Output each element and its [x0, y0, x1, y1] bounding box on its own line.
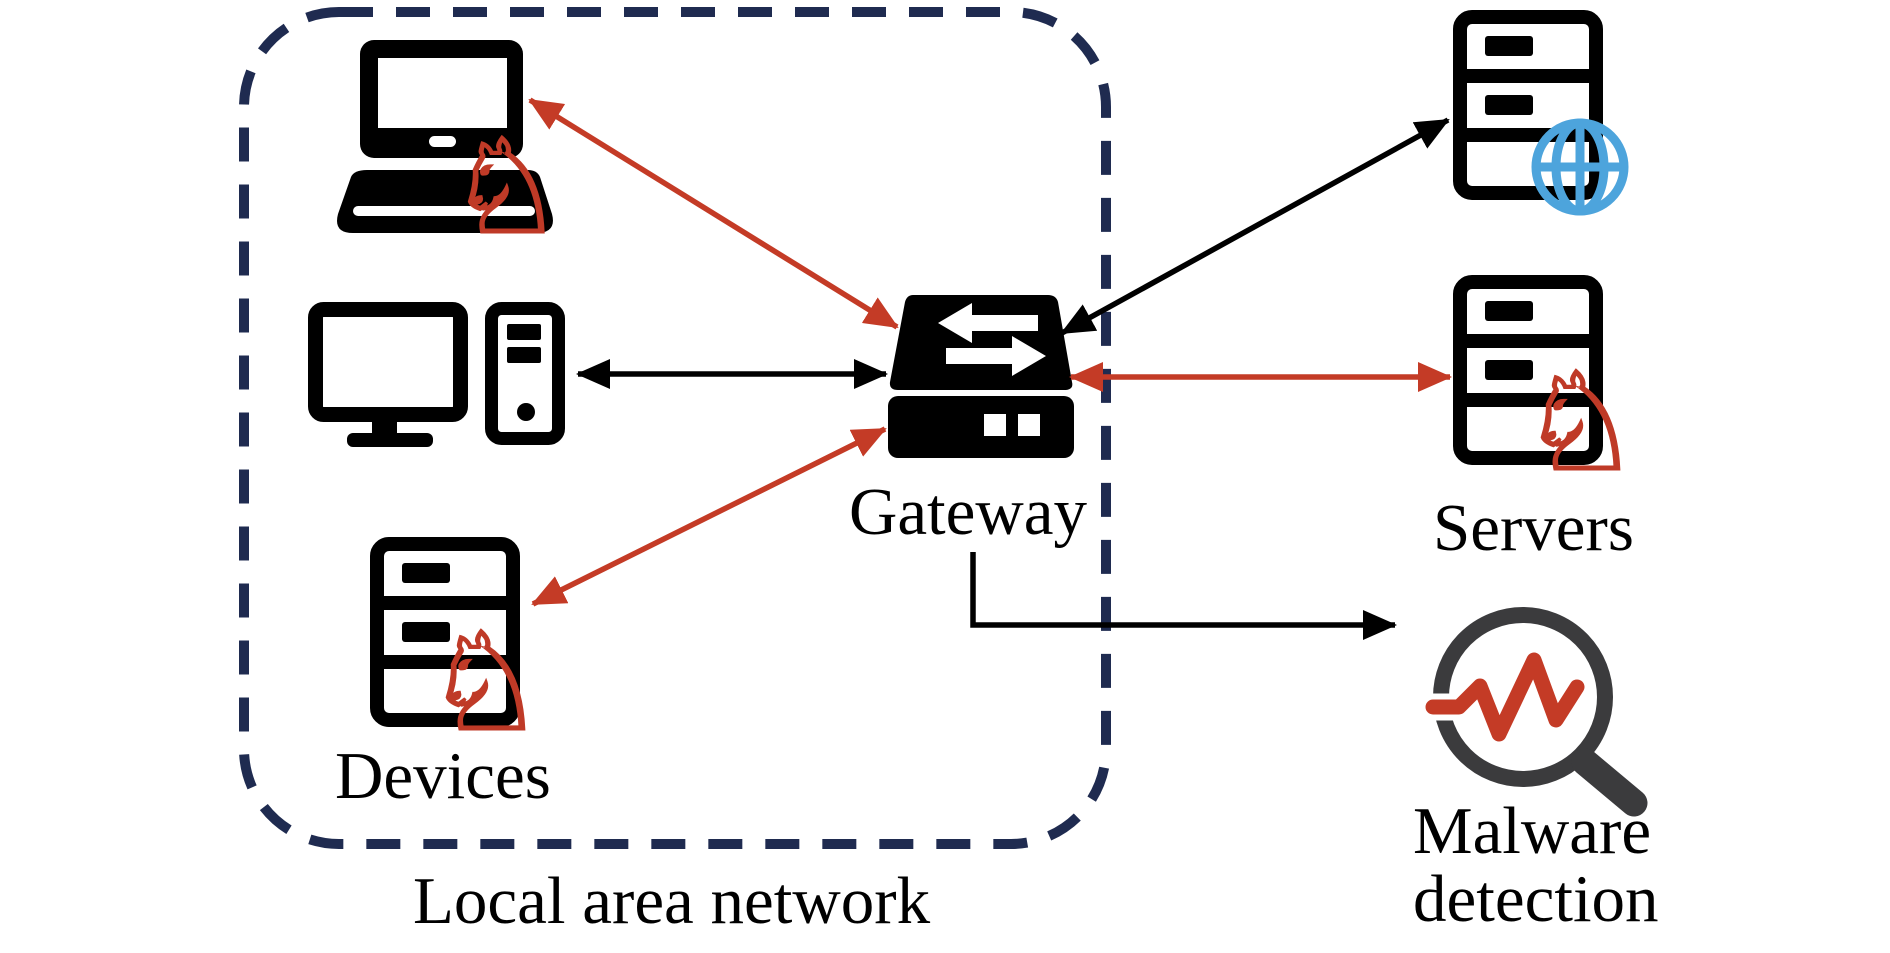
server-icon-infected — [1453, 275, 1603, 465]
arrow-gateway-malware-detection — [970, 552, 1397, 640]
malware-detection-label-line2: detection — [1413, 862, 1659, 937]
devices-label: Devices — [335, 739, 551, 813]
gateway-label: Gateway — [848, 475, 1088, 549]
laptop-icon — [337, 40, 553, 233]
server-icon-devices — [370, 537, 520, 727]
malware-signal-zigzag — [1425, 652, 1585, 742]
magnifier-handle — [1571, 748, 1648, 817]
malware-detection-icon — [1419, 607, 1648, 817]
trojan-horse-icon-devices-server: ♘ — [423, 604, 547, 761]
servers-label: Servers — [1433, 491, 1634, 565]
arrow-laptop-gateway — [528, 97, 899, 330]
arrow-gateway-web-server — [1060, 117, 1450, 336]
arrow-devices-server-gateway — [531, 426, 887, 607]
desktop-computer-icon — [308, 302, 565, 447]
malware-detection-label: Malware detection — [1413, 797, 1659, 934]
gateway-icon — [888, 295, 1074, 458]
lan-dashed-border — [239, 7, 1111, 849]
trojan-horse-icon-infected-server: ♘ — [1518, 344, 1642, 501]
lan-label: Local area network — [413, 864, 931, 938]
malware-detection-label-line1: Malware — [1413, 794, 1652, 868]
globe-icon — [1531, 118, 1629, 216]
